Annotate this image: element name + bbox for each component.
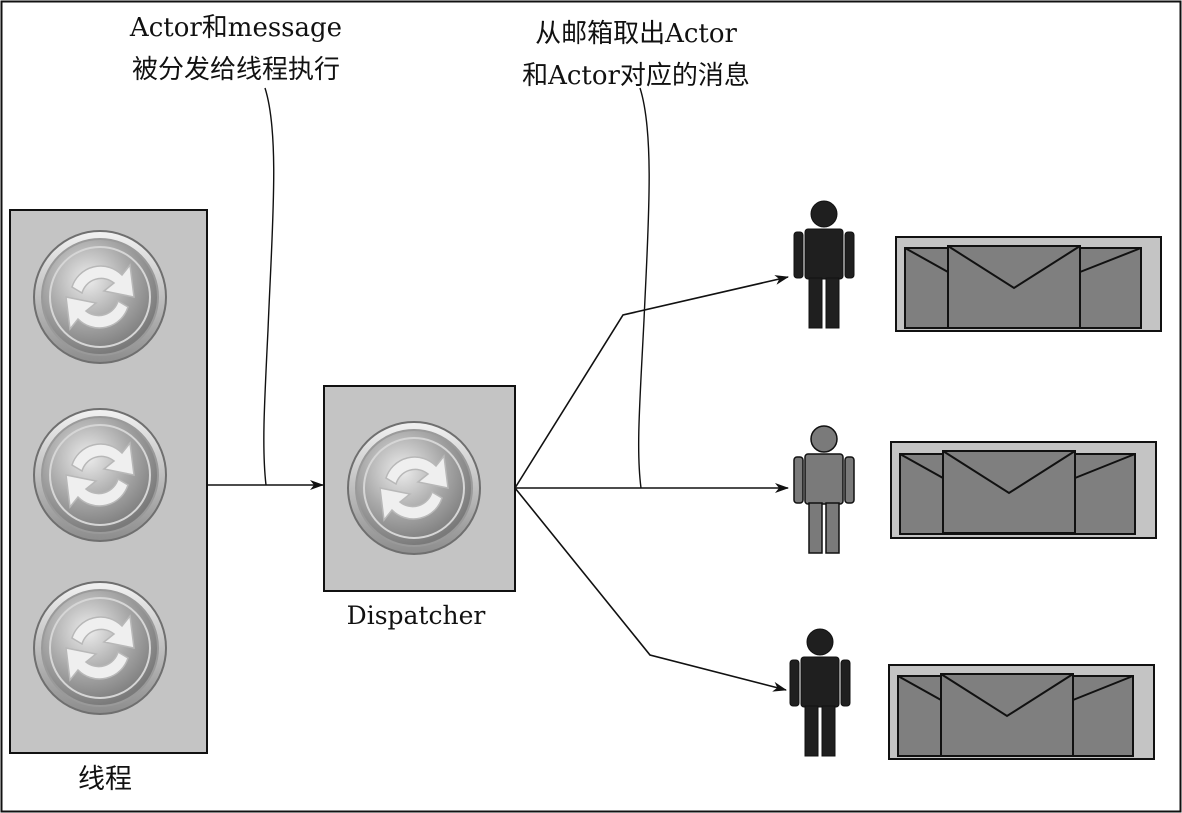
refresh-icon	[33, 230, 167, 364]
refresh-icon	[33, 408, 167, 542]
threads-label: 线程	[78, 764, 132, 795]
refresh-icon	[347, 421, 481, 555]
mailbox-note-line1: 从邮箱取出Actor	[535, 19, 737, 49]
mailbox-3	[888, 664, 1155, 760]
thread-pool	[9, 209, 208, 754]
mailbox-note-line2: 和Actor对应的消息	[522, 61, 750, 91]
dispatch-note-line1: Actor和message	[129, 13, 342, 43]
dispatcher-to-actor-3-arrow	[514, 487, 787, 692]
dispatcher-to-actor-1-arrow	[514, 275, 789, 489]
dispatcher-label: Dispatcher	[347, 601, 486, 630]
dispatch-note-leader	[263, 87, 275, 486]
mailbox-note-leader	[637, 87, 650, 489]
envelope-icon	[899, 450, 1136, 535]
dispatch-note-line2: 被分发给线程执行	[132, 55, 340, 85]
mailbox-1	[895, 236, 1162, 332]
envelope-icon	[904, 245, 1142, 329]
refresh-icon	[33, 581, 167, 715]
mailbox-2	[890, 441, 1157, 539]
dispatcher	[323, 385, 516, 592]
envelope-icon	[897, 673, 1134, 757]
